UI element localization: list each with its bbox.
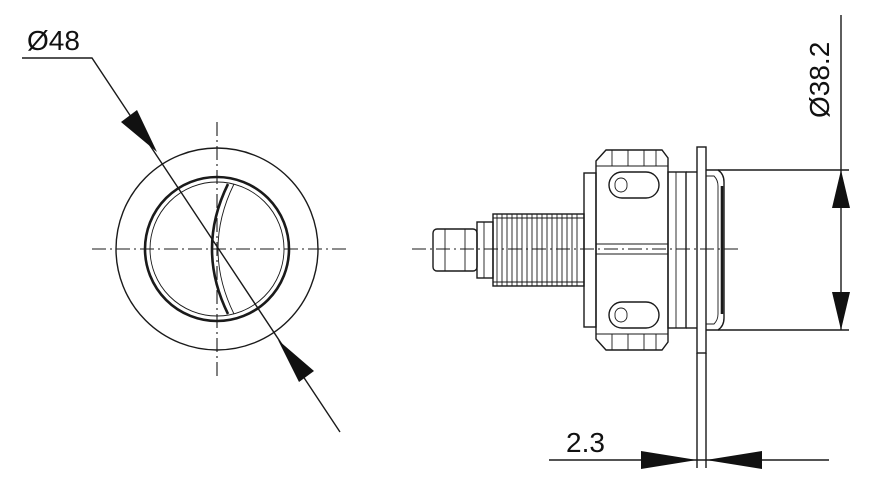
- diameter-arrow-lower: [832, 292, 850, 330]
- button-outer-ring: [143, 175, 291, 323]
- button-split-arc: [210, 183, 230, 315]
- stem-tip: [432, 228, 478, 272]
- side-view: Ø38.2 2.3: [412, 15, 850, 469]
- diameter-arrow-top: [121, 110, 157, 152]
- thickness-arrow-right: [706, 451, 762, 469]
- nut-shoulder: [667, 171, 687, 329]
- threaded-shank: [492, 213, 585, 287]
- stem-collar: [476, 221, 494, 279]
- button-inner-ring: [149, 181, 285, 317]
- nut-hub: [583, 172, 597, 328]
- thread-lines: [496, 214, 578, 286]
- outer-flange-circle: [115, 147, 319, 351]
- thickness-label: 2.3: [566, 427, 605, 458]
- panel-plate: [686, 146, 707, 468]
- button-face: [706, 169, 725, 331]
- diameter-leader-line: [22, 57, 341, 433]
- grip-slot-top: [608, 171, 660, 199]
- thickness-arrow-left: [641, 451, 697, 469]
- nut-body: [595, 149, 669, 351]
- button-face-outline: [706, 169, 725, 331]
- side-diameter-label: Ø38.2: [804, 42, 835, 118]
- nut-ribs: [611, 150, 657, 350]
- locking-nut: [583, 149, 687, 351]
- flange-plate: [696, 146, 707, 354]
- push-stem: [432, 221, 494, 279]
- thickness-dimension: 2.3: [549, 427, 829, 469]
- front-diameter-label: Ø48: [27, 25, 80, 56]
- front-view: Ø48: [22, 25, 346, 433]
- grip-slot-bottom: [608, 301, 660, 329]
- diameter-dimension: Ø38.2: [718, 15, 850, 331]
- diameter-arrow-bottom: [278, 340, 314, 382]
- diameter-arrow-upper: [832, 170, 850, 208]
